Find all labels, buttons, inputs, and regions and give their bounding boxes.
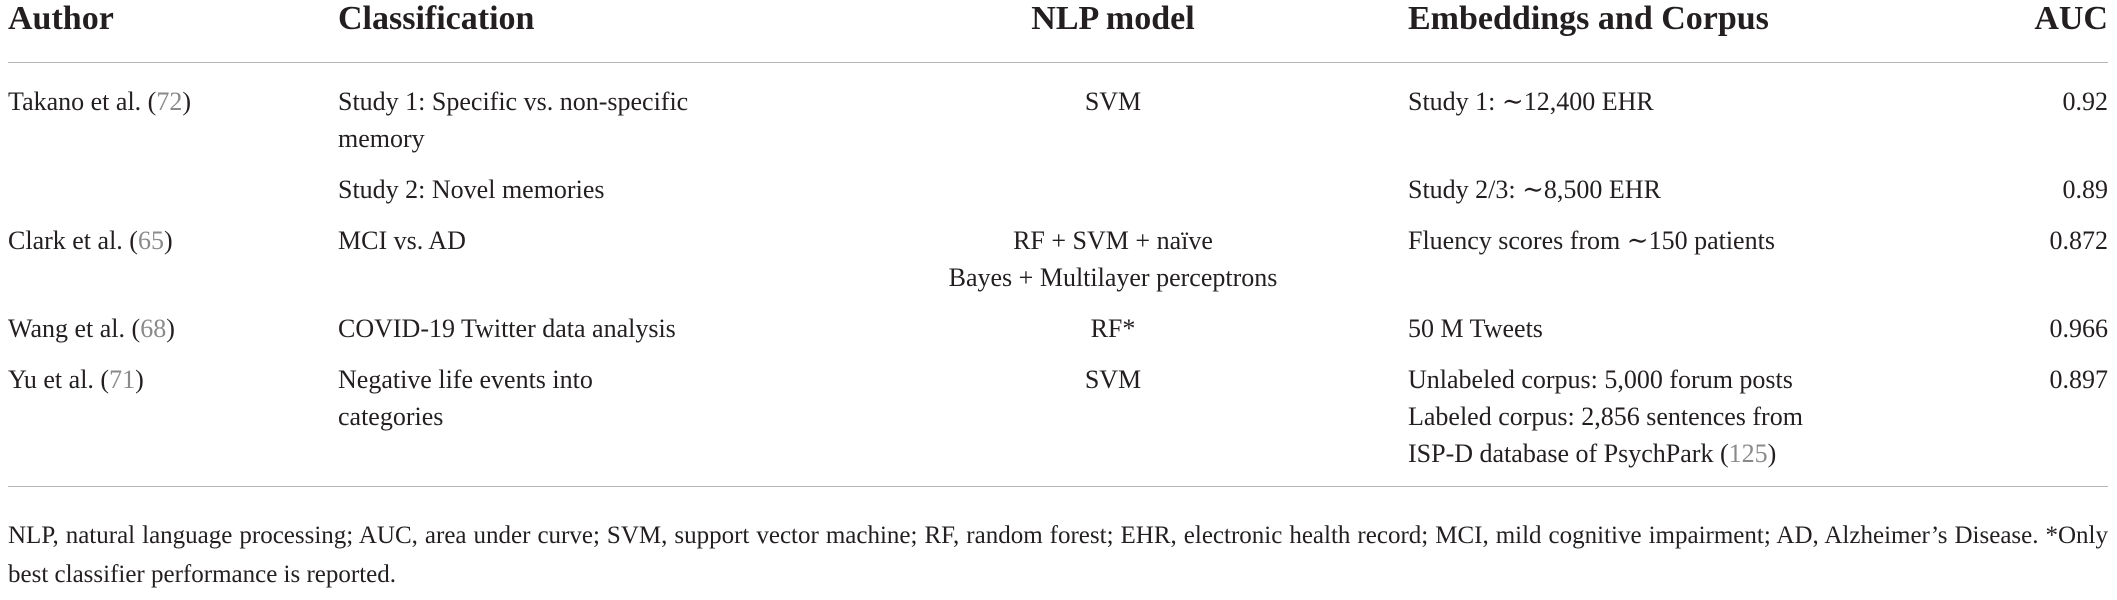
header-nlp-model: NLP model xyxy=(818,0,1408,63)
cell-classification: COVID-19 Twitter data analysis xyxy=(338,314,676,343)
header-row: Author Classification NLP model Embeddin… xyxy=(8,0,2108,63)
cell-author: Yu et al. (71) xyxy=(8,347,338,487)
cell-classification: Study 2: Novel memories xyxy=(338,175,605,204)
reference-link[interactable]: 68 xyxy=(140,314,167,343)
cell-embeddings: Study 2/3: ∼8,500 EHR xyxy=(1408,175,1661,204)
cell-author: Wang et al. (68) xyxy=(8,314,175,343)
table-row: Clark et al. (65) MCI vs. AD RF + SVM + … xyxy=(8,208,2108,296)
cell-nlp-model: SVM xyxy=(1084,87,1142,116)
cell-nlp-model: SVM xyxy=(818,347,1408,487)
cell-auc: 0.89 xyxy=(2062,175,2109,204)
header-embeddings: Embeddings and Corpus xyxy=(1408,0,1988,63)
cell-nlp-model xyxy=(818,157,1408,208)
cell-auc: 0.872 xyxy=(2049,226,2109,255)
cell-classification: MCI vs. AD xyxy=(338,226,466,255)
table-row: Wang et al. (68) COVID-19 Twitter data a… xyxy=(8,296,2108,347)
cell-author: Takano et al. (72) xyxy=(8,87,192,116)
cell-author: Clark et al. (65) xyxy=(8,226,173,255)
header-auc: AUC xyxy=(1988,0,2108,63)
table-footnote: NLP, natural language processing; AUC, a… xyxy=(8,522,2108,588)
cell-auc: 0.966 xyxy=(2049,314,2109,343)
reference-link[interactable]: 65 xyxy=(137,226,164,255)
cell-embeddings: Fluency scores from ∼150 patients xyxy=(1408,226,1775,255)
header-classification: Classification xyxy=(338,0,818,63)
table-row: Study 2: Novel memories Study 2/3: ∼8,50… xyxy=(8,157,2108,208)
header-author: Author xyxy=(8,0,338,63)
table-row: Yu et al. (71) Negative life events into… xyxy=(8,347,2108,487)
table-row: Takano et al. (72) Study 1: Specific vs.… xyxy=(8,63,2108,158)
reference-link[interactable]: 125 xyxy=(1728,439,1768,468)
cell-auc: 0.897 xyxy=(1988,347,2108,487)
cell-embeddings: Study 1: ∼12,400 EHR xyxy=(1408,87,1654,116)
cell-embeddings: 50 M Tweets xyxy=(1408,314,1543,343)
cell-author xyxy=(8,157,338,208)
cell-nlp-model: RF* xyxy=(1090,314,1136,343)
reference-link[interactable]: 72 xyxy=(156,87,183,116)
cell-auc: 0.92 xyxy=(2062,87,2109,116)
reference-link[interactable]: 71 xyxy=(109,365,136,394)
results-table: Author Classification NLP model Embeddin… xyxy=(8,0,2108,487)
